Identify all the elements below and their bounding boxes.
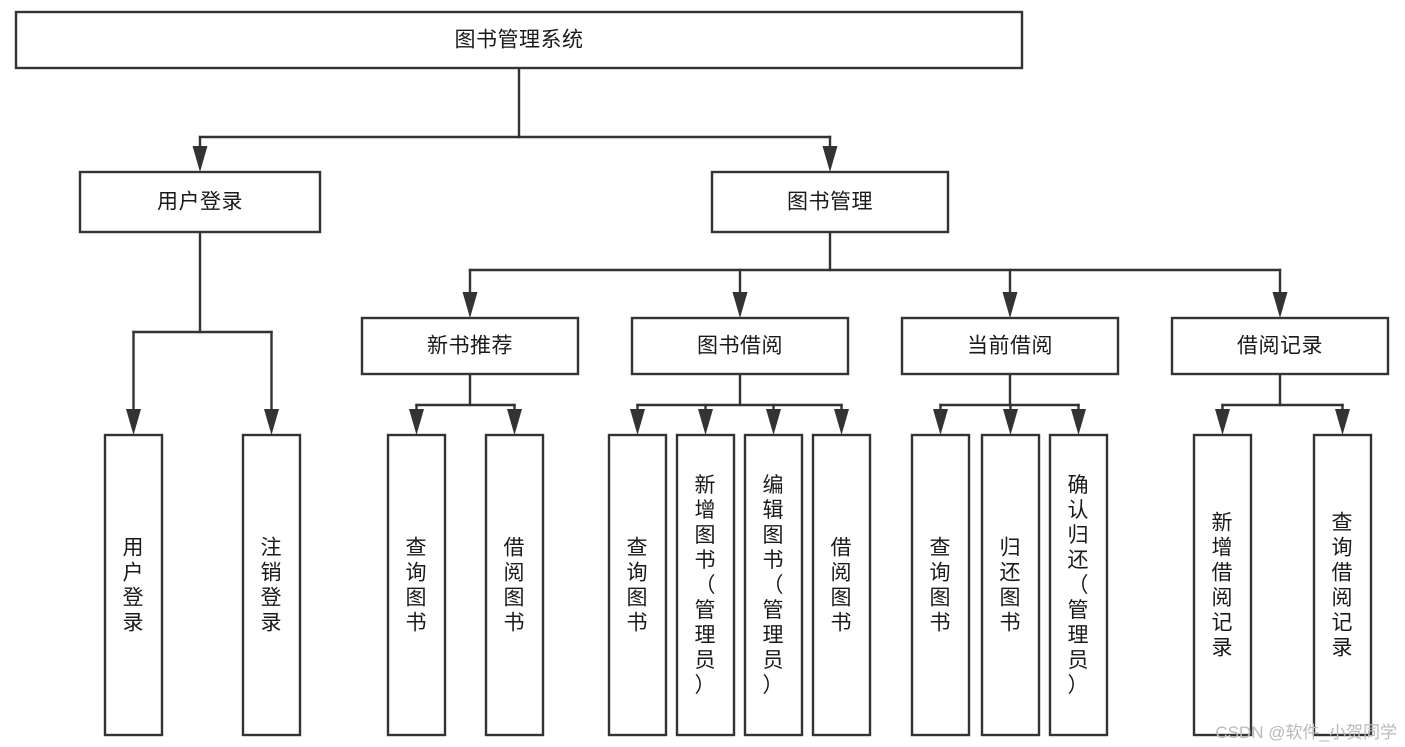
node-label-new-book-recommend: 新书推荐 xyxy=(427,335,513,358)
node-box-leaf-query-book-current[interactable] xyxy=(910,433,971,737)
arrowhead-icon xyxy=(462,292,478,318)
node-label-leaf-query-borrow-record: 查询借阅记录 xyxy=(1332,512,1354,660)
edge-group-new-book-recommend xyxy=(409,372,522,435)
node-box-leaf-borrow-book[interactable] xyxy=(811,433,872,737)
node-box-current-borrow[interactable] xyxy=(900,316,1120,376)
node-leaf-query-book-recommend[interactable]: 查询图书 xyxy=(386,433,447,737)
arrowhead-icon xyxy=(507,409,522,435)
node-leaf-edit-book[interactable]: 编辑图书（管理员） xyxy=(743,433,804,737)
edge-group-root xyxy=(192,66,838,172)
node-label-leaf-query-book-borrow: 查询图书 xyxy=(627,537,649,635)
node-label-leaf-add-borrow-record: 新增借阅记录 xyxy=(1212,512,1234,660)
edge-group-book-management xyxy=(462,230,1288,318)
node-label-leaf-return-book: 归还图书 xyxy=(1000,537,1022,635)
edges-layer xyxy=(126,66,1350,435)
node-box-new-book-recommend[interactable] xyxy=(360,316,580,376)
node-box-book-management[interactable] xyxy=(710,170,950,234)
node-box-leaf-borrow-book-recommend[interactable] xyxy=(484,433,545,737)
arrowhead-icon xyxy=(1003,409,1018,435)
arrowhead-icon xyxy=(822,146,838,172)
edge-group-borrow-record xyxy=(1215,372,1350,435)
node-box-leaf-query-borrow-record[interactable] xyxy=(1312,433,1373,737)
node-book-management[interactable]: 图书管理 xyxy=(710,170,950,234)
arrowhead-icon xyxy=(732,292,748,318)
node-leaf-borrow-book[interactable]: 借阅图书 xyxy=(811,433,872,737)
node-leaf-query-borrow-record[interactable]: 查询借阅记录 xyxy=(1312,433,1373,737)
node-label-leaf-user-login: 用户登录 xyxy=(123,537,145,635)
arrowhead-icon xyxy=(698,409,713,435)
node-label-leaf-query-book-recommend: 查询图书 xyxy=(406,537,428,635)
edge-group-current-borrow xyxy=(933,372,1086,435)
arrowhead-icon xyxy=(409,409,424,435)
node-leaf-return-book[interactable]: 归还图书 xyxy=(980,433,1041,737)
node-label-leaf-add-book: 新增图书（管理员） xyxy=(695,474,717,697)
node-label-leaf-user-logout: 注销登录 xyxy=(261,537,283,635)
arrowhead-icon xyxy=(1215,409,1230,435)
arrowhead-icon xyxy=(1071,409,1086,435)
arrowhead-icon xyxy=(126,409,141,435)
node-box-leaf-return-book[interactable] xyxy=(980,433,1041,737)
node-box-leaf-user-logout[interactable] xyxy=(241,433,302,737)
edge-group-book-borrow xyxy=(630,372,849,435)
node-box-book-borrow[interactable] xyxy=(630,316,850,376)
node-box-leaf-edit-book[interactable] xyxy=(743,433,804,737)
nodes-layer: 图书管理系统用户登录图书管理新书推荐图书借阅当前借阅借阅记录用户登录注销登录查询… xyxy=(14,10,1390,737)
node-leaf-add-borrow-record[interactable]: 新增借阅记录 xyxy=(1192,433,1253,737)
node-leaf-confirm-return[interactable]: 确认归还（管理员） xyxy=(1048,433,1109,737)
node-box-leaf-confirm-return[interactable] xyxy=(1048,433,1109,737)
node-box-root[interactable] xyxy=(14,10,1024,70)
node-leaf-borrow-book-recommend[interactable]: 借阅图书 xyxy=(484,433,545,737)
node-current-borrow[interactable]: 当前借阅 xyxy=(900,316,1120,376)
node-box-user-login[interactable] xyxy=(78,170,322,234)
arrowhead-icon xyxy=(766,409,781,435)
arrowhead-icon xyxy=(834,409,849,435)
node-borrow-record[interactable]: 借阅记录 xyxy=(1170,316,1390,376)
arrowhead-icon xyxy=(1272,292,1288,318)
arrowhead-icon xyxy=(192,146,208,172)
arrowhead-icon xyxy=(1002,292,1018,318)
node-label-book-management: 图书管理 xyxy=(787,191,873,214)
edge-group-user-login xyxy=(126,230,279,435)
node-user-login[interactable]: 用户登录 xyxy=(78,170,322,234)
node-leaf-query-book-current[interactable]: 查询图书 xyxy=(910,433,971,737)
node-label-user-login: 用户登录 xyxy=(157,191,243,214)
arrowhead-icon xyxy=(1335,409,1350,435)
arrowhead-icon xyxy=(630,409,645,435)
node-book-borrow[interactable]: 图书借阅 xyxy=(630,316,850,376)
node-new-book-recommend[interactable]: 新书推荐 xyxy=(360,316,580,376)
node-label-root: 图书管理系统 xyxy=(455,29,584,52)
node-label-leaf-borrow-book-recommend: 借阅图书 xyxy=(504,537,526,635)
node-box-leaf-user-login[interactable] xyxy=(103,433,164,737)
node-label-leaf-edit-book: 编辑图书（管理员） xyxy=(763,474,785,697)
node-label-leaf-confirm-return: 确认归还（管理员） xyxy=(1068,474,1090,697)
node-label-leaf-query-book-current: 查询图书 xyxy=(930,537,952,635)
node-box-leaf-query-book-recommend[interactable] xyxy=(386,433,447,737)
node-root[interactable]: 图书管理系统 xyxy=(14,10,1024,70)
node-leaf-user-logout[interactable]: 注销登录 xyxy=(241,433,302,737)
node-label-borrow-record: 借阅记录 xyxy=(1237,335,1323,358)
node-box-leaf-query-book-borrow[interactable] xyxy=(607,433,668,737)
node-box-borrow-record[interactable] xyxy=(1170,316,1390,376)
arrowhead-icon xyxy=(264,409,279,435)
node-label-leaf-borrow-book: 借阅图书 xyxy=(831,537,853,635)
node-leaf-user-login[interactable]: 用户登录 xyxy=(103,433,164,737)
node-leaf-add-book[interactable]: 新增图书（管理员） xyxy=(675,433,736,737)
node-box-leaf-add-book[interactable] xyxy=(675,433,736,737)
node-leaf-query-book-borrow[interactable]: 查询图书 xyxy=(607,433,668,737)
node-label-book-borrow: 图书借阅 xyxy=(697,335,783,358)
node-label-current-borrow: 当前借阅 xyxy=(967,335,1053,358)
arrowhead-icon xyxy=(933,409,948,435)
node-box-leaf-add-borrow-record[interactable] xyxy=(1192,433,1253,737)
